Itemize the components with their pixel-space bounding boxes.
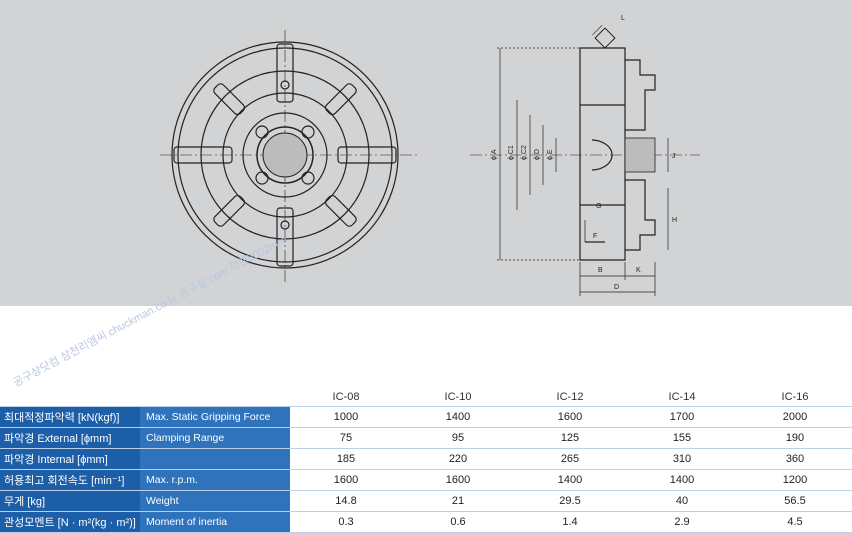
column-header: IC-08: [290, 388, 402, 407]
table-cell: 155: [626, 427, 738, 449]
dim-label-g: G: [596, 203, 601, 210]
header-blank: [140, 388, 290, 407]
table-cell: 220: [402, 448, 514, 470]
row-label-kr: 관성모멘트 [N · m²(kg · m²)]: [0, 511, 140, 533]
table-cell: 1000: [290, 406, 402, 428]
dim-label-a: ϕ A: [491, 149, 498, 160]
table-cell: 360: [738, 448, 852, 470]
row-label-kr: 최대적정파악력 [kN(kgf)]: [0, 406, 140, 428]
table-cell: 1.4: [514, 511, 626, 533]
table-cell: 95: [402, 427, 514, 449]
watermark-band: 공구상닷컴 삼천리엠씨 chuckman.co.kr 공구상.com 척맨300…: [0, 234, 852, 389]
table-cell: 1700: [626, 406, 738, 428]
dim-label-h: H: [672, 217, 677, 224]
table-cell: 1600: [290, 469, 402, 491]
dim-label-d: ϕ D: [534, 149, 541, 160]
dim-label-c2: ϕ C2: [521, 145, 528, 160]
row-label-en: Max. Static Gripping Force: [140, 406, 290, 428]
table-cell: 56.5: [738, 490, 852, 512]
dim-label-c1: ϕ C1: [508, 145, 515, 160]
column-header: IC-16: [738, 388, 852, 407]
spec-table: IC-08 IC-10 IC-12 IC-14 IC-16 최대적정파악력 [k…: [0, 388, 852, 533]
table-row: 관성모멘트 [N · m²(kg · m²)] Moment of inerti…: [0, 511, 852, 533]
chuck-drawing-svg: ϕ A ϕ C1 ϕ C2 ϕ D ϕ E J G H F B K D L: [160, 15, 700, 296]
row-label-en: Weight: [140, 490, 290, 512]
table-cell: 1400: [402, 406, 514, 428]
table-row: 허용최고 회전속도 [min⁻¹] Max. r.p.m. 1600 1600 …: [0, 469, 852, 491]
dim-label-k: K: [636, 267, 641, 274]
table-row: 무게 [kg] Weight 14.8 21 29.5 40 56.5: [0, 490, 852, 512]
table-cell: 14.8: [290, 490, 402, 512]
table-cell: 4.5: [738, 511, 852, 533]
dim-label-d-length: D: [614, 284, 619, 291]
table-cell: 310: [626, 448, 738, 470]
chuck-side-view: [470, 25, 700, 296]
row-label-kr: 무게 [kg]: [0, 490, 140, 512]
row-label-kr: 파악경 Internal [ϕmm]: [0, 448, 140, 470]
header-blank: [0, 388, 140, 407]
table-row: 최대적정파악력 [kN(kgf)] Max. Static Gripping F…: [0, 406, 852, 428]
table-cell: 75: [290, 427, 402, 449]
row-label-kr: 파악경 External [ϕmm]: [0, 427, 140, 449]
row-label-en: [140, 448, 290, 470]
table-row: 파악경 Internal [ϕmm] 185 220 265 310 360: [0, 448, 852, 470]
table-cell: 0.3: [290, 511, 402, 533]
table-cell: 265: [514, 448, 626, 470]
table-cell: 1400: [514, 469, 626, 491]
table-cell: 190: [738, 427, 852, 449]
technical-drawing: ϕ A ϕ C1 ϕ C2 ϕ D ϕ E J G H F B K D L: [0, 0, 852, 306]
table-cell: 1600: [514, 406, 626, 428]
table-row: 파악경 External [ϕmm] Clamping Range 75 95 …: [0, 427, 852, 449]
column-header: IC-12: [514, 388, 626, 407]
row-label-en: Clamping Range: [140, 427, 290, 449]
table-cell: 0.6: [402, 511, 514, 533]
table-cell: 125: [514, 427, 626, 449]
table-cell: 185: [290, 448, 402, 470]
column-header: IC-14: [626, 388, 738, 407]
table-cell: 1400: [626, 469, 738, 491]
dim-label-l: L: [621, 15, 625, 22]
dim-label-b: B: [598, 267, 603, 274]
dim-label-f: F: [593, 233, 597, 240]
row-label-kr: 허용최고 회전속도 [min⁻¹]: [0, 469, 140, 491]
row-label-en: Moment of inertia: [140, 511, 290, 533]
table-cell: 29.5: [514, 490, 626, 512]
chuck-front-view: [160, 30, 420, 285]
dim-label-j: J: [672, 153, 676, 160]
table-cell: 40: [626, 490, 738, 512]
table-cell: 2.9: [626, 511, 738, 533]
column-header: IC-10: [402, 388, 514, 407]
table-cell: 21: [402, 490, 514, 512]
row-label-en: Max. r.p.m.: [140, 469, 290, 491]
table-cell: 1600: [402, 469, 514, 491]
dim-label-e: ϕ E: [547, 149, 554, 160]
table-header-row: IC-08 IC-10 IC-12 IC-14 IC-16: [0, 388, 852, 407]
table-cell: 1200: [738, 469, 852, 491]
table-cell: 2000: [738, 406, 852, 428]
